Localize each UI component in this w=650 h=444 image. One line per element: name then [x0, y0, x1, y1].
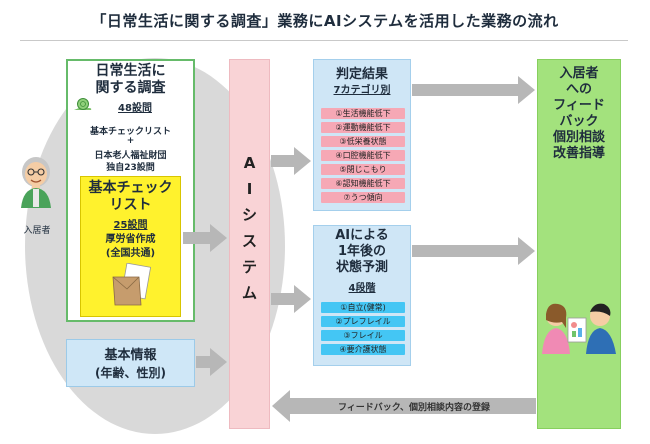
prediction-item-3: ③フレイル — [321, 330, 405, 341]
basic-info-to-ai-arrow — [196, 348, 227, 376]
ai-to-prediction-arrow — [271, 285, 311, 313]
judgment-item-1: ①生活機能低下 — [321, 108, 405, 119]
resident-illustration — [17, 150, 55, 220]
ai-system-bar — [229, 59, 270, 429]
basic-info-title: 基本情報 — [104, 348, 157, 363]
ai-char-1: A — [243, 154, 256, 172]
survey-count: 48設問 — [118, 103, 152, 114]
document-envelope-icon — [111, 262, 152, 307]
consultation-people-icon — [542, 303, 616, 354]
feedback-return-arrow — [272, 390, 536, 422]
survey-title-line2: 関する調査 — [95, 80, 166, 96]
checklist-title-line2: リスト — [109, 197, 152, 213]
feedback-line-4: バック — [559, 114, 599, 129]
ai-to-judgment-arrow — [271, 147, 311, 175]
judgment-item-6: ⑥認知機能低下 — [321, 178, 405, 189]
title-divider — [20, 40, 628, 41]
resident-feedback-box — [537, 59, 621, 429]
judgment-subtitle: 7カテゴリ別 — [333, 85, 391, 96]
checklist-count: 25設問 — [113, 220, 148, 231]
checklist-to-ai-arrow — [183, 224, 227, 252]
survey-title-line1: 日常生活に — [95, 63, 166, 79]
feedback-line-3: フィード — [553, 98, 605, 113]
consultation-illustration — [540, 296, 618, 354]
ai-char-3: シ — [241, 206, 257, 224]
feedback-line-6: 改善指導 — [552, 146, 605, 161]
judgment-item-3: ③低栄養状態 — [321, 136, 405, 147]
prediction-item-1: ①自立(健常) — [321, 302, 405, 313]
ai-char-2: I — [246, 180, 253, 198]
ai-char-6: ム — [241, 284, 257, 302]
resident-label: 入居者 — [23, 226, 51, 236]
basic-info-detail: (年齢、性別) — [95, 366, 166, 380]
judgment-item-2: ②運動機能低下 — [321, 122, 405, 133]
survey-checklist-label: 基本チェックリスト — [89, 127, 171, 137]
prediction-line3: 状態予測 — [335, 260, 388, 275]
prediction-to-feedback-arrow — [412, 237, 535, 265]
elderly-person-icon — [21, 157, 51, 208]
feedback-line-2: への — [565, 82, 592, 97]
judgment-item-7: ⑦うつ傾向 — [321, 192, 405, 203]
snail-icon — [73, 96, 93, 112]
ai-prediction-box — [313, 225, 411, 366]
judgment-title: 判定結果 — [335, 67, 388, 82]
checklist-common: (全国共通) — [105, 248, 156, 259]
feedback-text: 入居者 への フィード バック 個別相談 改善指導 — [537, 66, 621, 162]
judgment-item-4: ④口腔機能低下 — [321, 150, 405, 161]
ai-char-4: ス — [241, 232, 257, 250]
basic-info-box — [66, 339, 195, 387]
survey-independent-questions: 独自23設問 — [106, 163, 155, 173]
feedback-line-5: 個別相談 — [552, 130, 605, 145]
prediction-line1: AIによる — [335, 228, 389, 243]
feedback-line-1: 入居者 — [559, 66, 599, 81]
survey-plus: + — [126, 136, 135, 146]
return-arrow-label: フィードバック、個別相談内容の登録 — [337, 403, 490, 413]
survey-foundation: 日本老人福祉財団 — [94, 151, 167, 161]
judgment-item-5: ⑤閉じこもり — [321, 164, 405, 175]
judgment-to-feedback-arrow — [412, 76, 535, 104]
prediction-subtitle: 4段階 — [348, 283, 376, 294]
prediction-item-2: ②プレフレイル — [321, 316, 405, 327]
diagram-title: 「日常生活に関する調査」業務にAIシステムを活用した業務の流れ — [91, 12, 559, 30]
checklist-title-line1: 基本チェック — [88, 180, 173, 196]
ai-char-5: テ — [241, 258, 257, 276]
prediction-line2: 1年後の — [337, 244, 387, 259]
checklist-author: 厚労省作成 — [105, 234, 156, 245]
ai-system-label: A I シ ス テ ム — [229, 150, 270, 306]
prediction-item-4: ④要介護状態 — [321, 344, 405, 355]
